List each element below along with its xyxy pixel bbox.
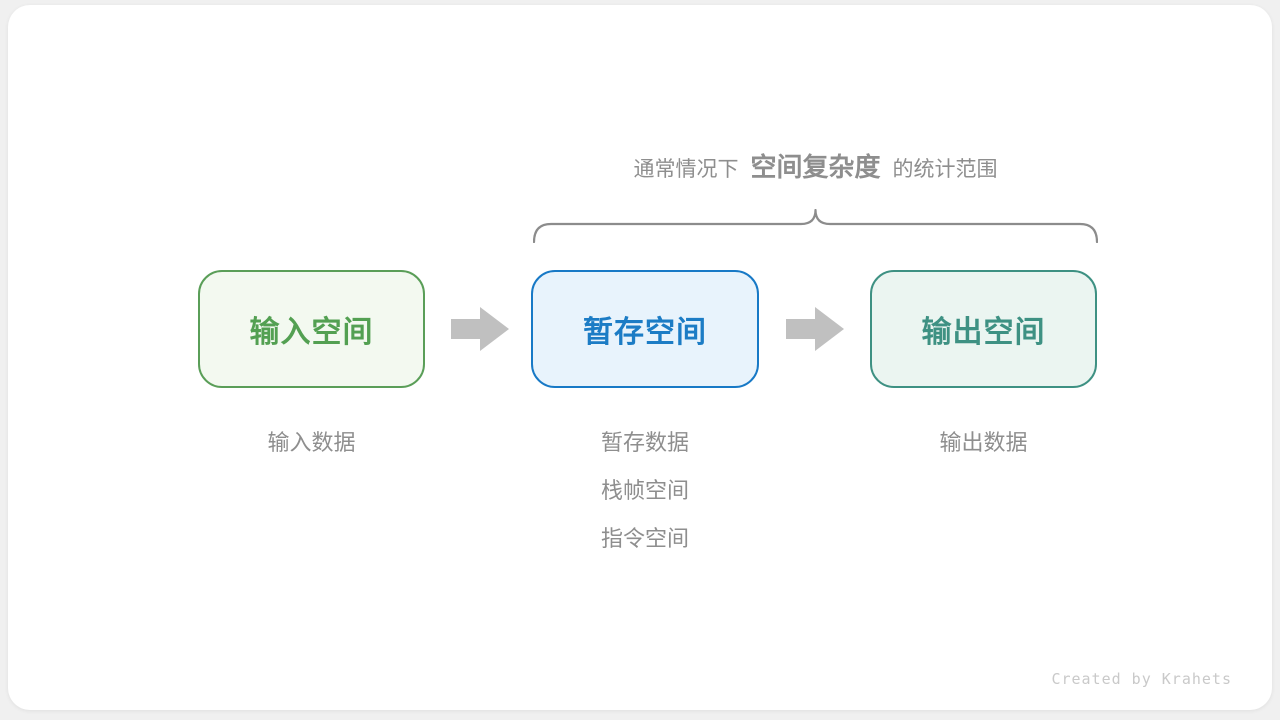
caption-prefix: 通常情况下 [633,158,739,181]
note-line: 输出数据 [939,430,1028,455]
brace-icon [533,209,1098,243]
caption: 通常情况下 空间复杂度 的统计范围 [533,147,1098,184]
arrow-right-icon [786,307,844,351]
note-line: 暂存数据 [600,430,689,455]
arrow-right-icon [451,307,509,351]
note-line: 栈帧空间 [600,478,689,503]
buffer-space-notes: 暂存数据 栈帧空间 指令空间 [531,419,759,563]
input-space-notes: 输入数据 [198,419,425,467]
caption-highlight: 空间复杂度 [750,152,881,182]
output-space-notes: 输出数据 [870,419,1097,467]
caption-suffix: 的统计范围 [892,158,998,181]
output-space-label: 输出空间 [921,316,1046,349]
input-space-label: 输入空间 [249,316,374,349]
input-space-box: 输入空间 [198,270,425,388]
output-space-box: 输出空间 [870,270,1097,388]
note-line: 指令空间 [600,526,689,551]
buffer-space-label: 暂存空间 [583,316,707,349]
credit-text: Created by Krahets [1051,670,1232,688]
buffer-space-box: 暂存空间 [531,270,759,388]
diagram-card: 通常情况下 空间复杂度 的统计范围 输入空间 暂存空间 输出空间 输入数据 暂存… [8,5,1272,710]
note-line: 输入数据 [267,430,356,455]
